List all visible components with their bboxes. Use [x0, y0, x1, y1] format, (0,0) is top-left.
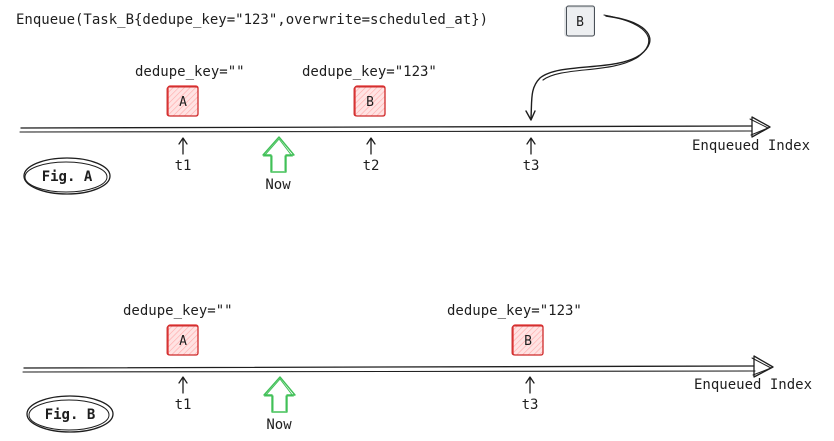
fig-a-task-b-label: B: [366, 95, 374, 110]
fig-b-now-arrow: Now: [263, 376, 296, 433]
fig-a-tick-t3-label: t3: [523, 158, 540, 174]
fig-a-task-b-dedupe: dedupe_key="123": [302, 64, 437, 80]
fig-b-tick-t3: t3: [522, 376, 539, 413]
fig-b-tick-t1-label: t1: [175, 397, 192, 413]
fig-b-tick-t1: t1: [175, 376, 192, 413]
fig-a-now-arrow: Now: [262, 136, 295, 193]
fig-a-tick-t1-label: t1: [175, 158, 192, 174]
fig-b: Enqueued Index dedupe_key="" A dedupe_ke…: [22, 303, 812, 433]
fig-a-tick-t2-label: t2: [363, 158, 380, 174]
fig-b-caption-text: Fig. B: [45, 407, 96, 423]
fig-b-tick-t3-label: t3: [522, 397, 539, 413]
pending-task-box: B: [564, 5, 595, 37]
fig-b-task-a-dedupe: dedupe_key="": [123, 303, 233, 319]
fig-b-axis-label: Enqueued Index: [694, 377, 812, 393]
pending-task-label: B: [576, 15, 584, 30]
fig-a-task-a-dedupe: dedupe_key="": [135, 64, 245, 80]
fig-b-task-b-label: B: [524, 334, 532, 349]
fig-b-task-b-dedupe: dedupe_key="123": [447, 303, 582, 319]
fig-b-task-a-box: A: [166, 324, 199, 356]
fig-a-axis-label: Enqueued Index: [692, 138, 810, 154]
fig-b-caption: Fig. B: [26, 395, 114, 433]
fig-b-now-label: Now: [266, 417, 292, 433]
fig-a-tick-t3: t3: [523, 137, 540, 174]
fig-b-axis: [22, 355, 774, 378]
fig-a-task-a-box: A: [166, 85, 199, 117]
fig-b-task-a-label: A: [179, 334, 187, 349]
fig-a-tick-t2: t2: [363, 137, 380, 174]
fig-a-axis: [19, 116, 771, 138]
fig-a-caption-text: Fig. A: [42, 169, 93, 185]
enqueue-curve-arrow: [525, 14, 651, 121]
fig-a: Enqueued Index dedupe_key="" A dedupe_ke…: [19, 64, 810, 195]
fig-a-caption: Fig. A: [23, 157, 111, 195]
fig-a-task-b-box: B: [353, 85, 386, 117]
fig-a-tick-t1: t1: [175, 137, 192, 174]
fig-b-task-b-box: B: [511, 324, 544, 356]
fig-a-task-a-label: A: [179, 95, 187, 110]
fig-a-now-label: Now: [265, 177, 291, 193]
enqueue-call-text: Enqueue(Task_B{dedupe_key="123",overwrit…: [16, 12, 488, 28]
